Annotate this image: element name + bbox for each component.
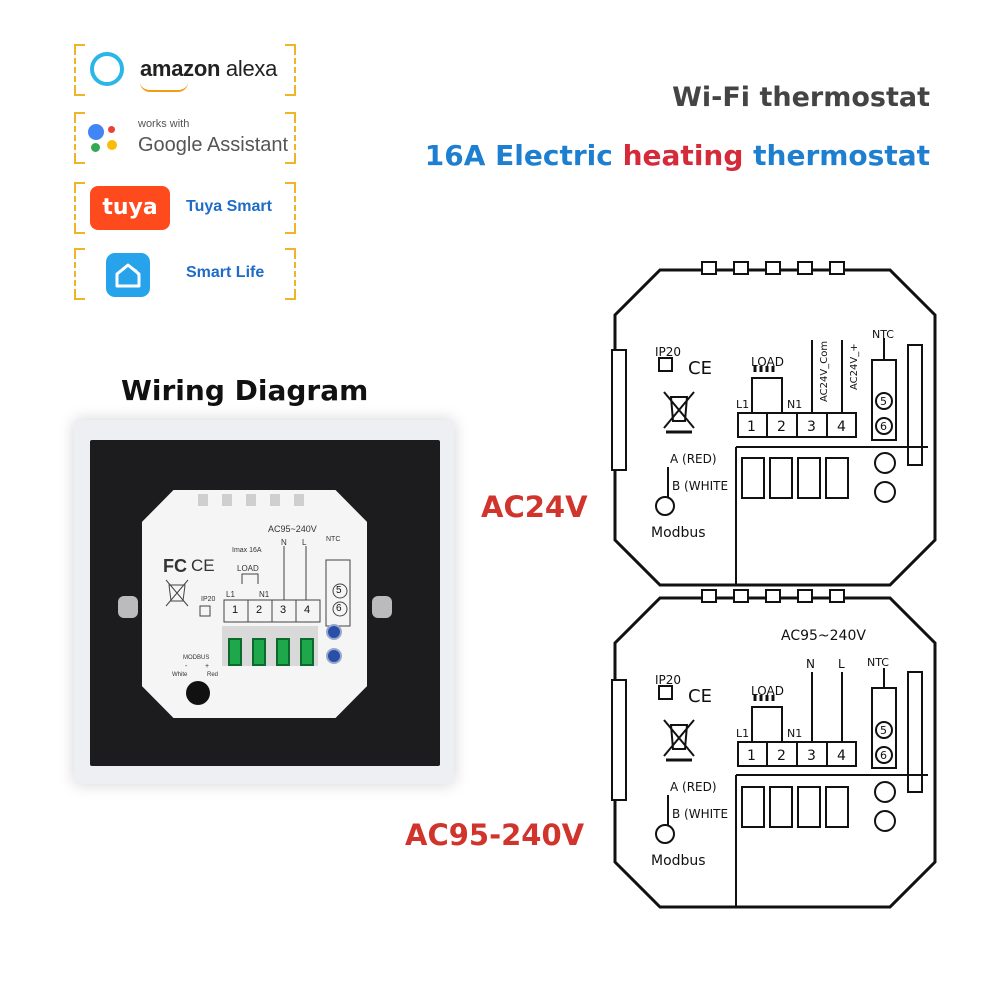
photo-terminal-number: 4 (304, 604, 311, 616)
diagram-text: B (WHITE (672, 807, 728, 821)
badge-tuya-smart: tuya Tuya Smart (74, 182, 296, 234)
terminal-number: 2 (777, 419, 786, 435)
badge-google-assistant: works with Google Assistant (74, 112, 296, 164)
works-with-text: works with (138, 118, 190, 130)
photo-white: White (172, 672, 188, 678)
diagram-text: L1 (736, 398, 749, 411)
terminal-number: 3 (807, 419, 816, 435)
diagram-text: B (WHITE (672, 479, 728, 493)
alexa-wordmark: amazon alexa (140, 56, 278, 81)
diagram-text: IP20 (655, 345, 681, 359)
diagram-text: AC24V_Com (819, 341, 830, 402)
headline-electric-heating: 16A Electric heating thermostat (424, 139, 930, 172)
photo-sensor-number: 5 (336, 585, 342, 596)
photo-sensor-number: 6 (336, 603, 342, 614)
diagram-text: Modbus (651, 853, 706, 869)
badge-amazon-alexa: amazon alexa (74, 44, 296, 96)
diagram-text: A (RED) (670, 452, 717, 466)
diagram-text: IP20 (655, 673, 681, 687)
google-assistant-text: Google Assistant (138, 134, 289, 156)
terminal-block-2 (252, 638, 266, 666)
sensor-screw-6 (326, 648, 342, 664)
diagram-text: L (838, 657, 845, 671)
diagram-text: N1 (787, 398, 802, 411)
tuya-logo-icon: tuya (90, 186, 170, 230)
headline-wifi-thermostat: Wi-Fi thermostat (672, 82, 930, 113)
tuya-smart-label: Tuya Smart (186, 198, 272, 215)
diagram-text: Modbus (651, 525, 706, 541)
ce-mark: CE (191, 556, 215, 575)
terminal-number: 1 (747, 748, 756, 764)
voltage-label-ac95-240v: AC95-240V (405, 818, 585, 852)
terminal-number: 3 (807, 748, 816, 764)
photo-modbus: MODBUS (183, 655, 210, 661)
photo-l1: L1 (226, 590, 235, 599)
smart-life-label: Smart Life (186, 264, 265, 281)
terminal-number: 1 (747, 419, 756, 435)
photo-red: Red (207, 672, 219, 678)
photo-imax: Imax 16A (232, 547, 262, 554)
terminal-number: 4 (837, 419, 846, 435)
ce-mark: CE (688, 686, 712, 707)
sensor-number: 6 (880, 420, 887, 433)
alexa-logo-icon (90, 52, 124, 86)
diagram-text: NTC (872, 328, 894, 341)
badge-smart-life: Smart Life (74, 248, 296, 300)
diagram-text: N1 (787, 727, 802, 740)
fcc-mark: FC (163, 556, 187, 576)
photo-ip20: IP20 (201, 596, 216, 603)
sensor-number: 5 (880, 724, 887, 737)
amazon-smile-icon (140, 82, 188, 92)
terminal-number: 2 (777, 748, 786, 764)
wiring-diagram-title: Wiring Diagram (121, 374, 369, 407)
sensor-number: 6 (880, 749, 887, 762)
diagram-text: NTC (867, 656, 889, 669)
terminal-block-1 (228, 638, 242, 666)
ce-mark: CE (688, 358, 712, 379)
photo-n1: N1 (259, 590, 270, 599)
photo-plus: + (205, 663, 210, 670)
photo-l: L (302, 538, 307, 547)
diagram-text: LOAD (751, 684, 784, 698)
terminal-block-4 (300, 638, 314, 666)
diagram-text: A (RED) (670, 780, 717, 794)
sensor-screw-5 (326, 624, 342, 640)
photo-minus: - (185, 663, 188, 670)
terminal-number: 4 (837, 748, 846, 764)
photo-terminal-number: 1 (232, 604, 239, 616)
diagram-text: LOAD (751, 355, 784, 369)
photo-rating: AC95~240V (268, 524, 317, 534)
sensor-number: 5 (880, 395, 887, 408)
photo-terminal-number: 2 (256, 604, 263, 616)
voltage-label-ac24v: AC24V (481, 490, 588, 524)
diagram-text: N (806, 657, 815, 671)
photo-terminal-number: 3 (280, 604, 287, 616)
photo-n: N (281, 538, 287, 547)
home-icon (106, 253, 150, 297)
diagram-text: AC95~240V (781, 628, 866, 644)
photo-load: LOAD (237, 564, 259, 573)
diagram-text: AC24V_+ (849, 343, 860, 390)
diagram-text: L1 (736, 727, 749, 740)
terminal-block-3 (276, 638, 290, 666)
photo-ntc: NTC (326, 536, 341, 543)
